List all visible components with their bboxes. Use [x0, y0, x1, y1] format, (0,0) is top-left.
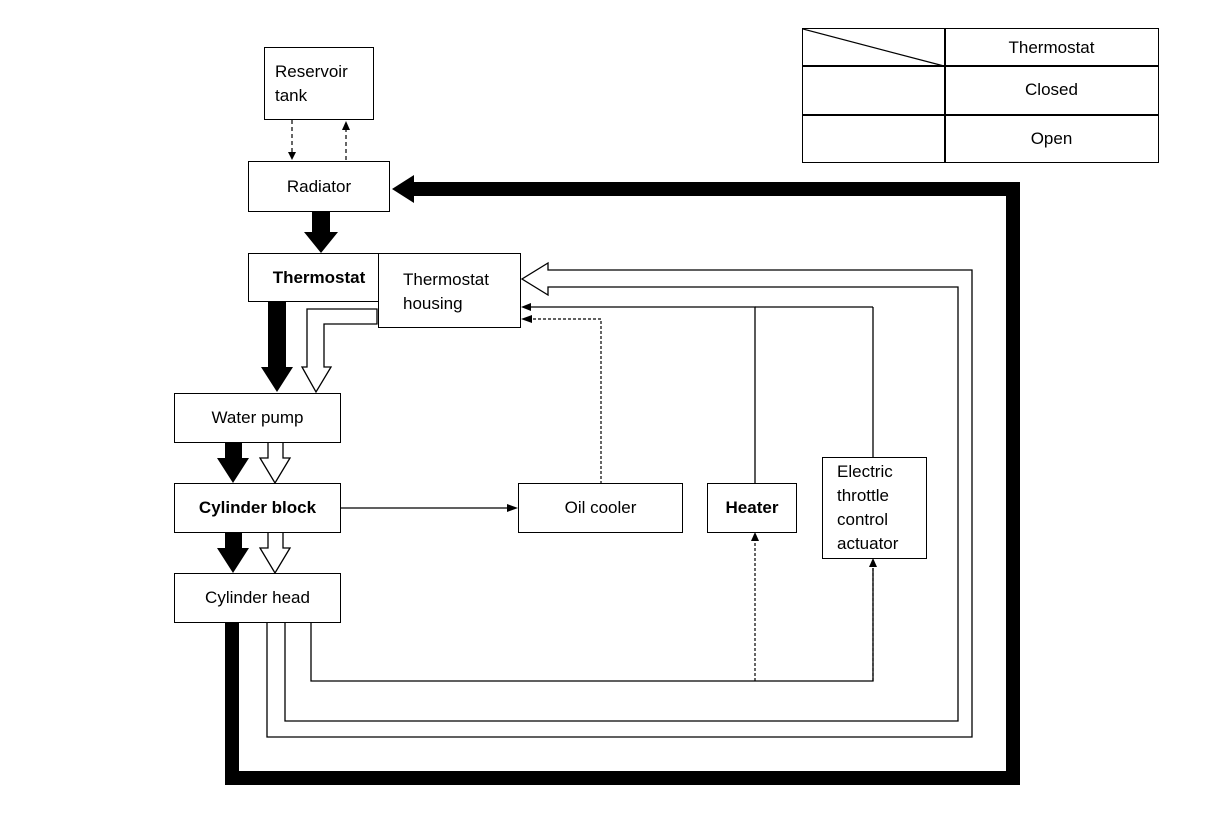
heater-box: Heater — [707, 483, 797, 533]
thermostat-to-pump-open-arrow — [261, 302, 293, 392]
legend-closed-cell: Closed — [945, 66, 1158, 114]
oil-cooler-label: Oil cooler — [564, 498, 637, 517]
radiator-to-reservoir-arrowhead — [342, 121, 350, 130]
housing-to-pump-closed-arrow — [300, 308, 378, 394]
legend-header-label: Thermostat — [1008, 37, 1095, 57]
cylinder-head-label: Cylinder head — [205, 588, 310, 607]
oil-cooler-return-arrowhead — [521, 315, 532, 323]
legend-divider-row1 — [803, 65, 1158, 67]
legend-table: Thermostat Closed Open — [802, 28, 1159, 163]
water-pump-box: Water pump — [174, 393, 341, 443]
open-return-loop — [225, 182, 1020, 785]
heater-label: Heater — [725, 498, 779, 517]
radiator-box: Radiator — [248, 161, 390, 212]
legend-open-label: Open — [1030, 129, 1073, 148]
radiator-label: Radiator — [286, 176, 352, 196]
heater-supply-line — [310, 568, 874, 682]
legend-header-diagonal — [803, 29, 945, 67]
heater-return-line — [530, 306, 756, 484]
throttle-label-line4: actuator — [837, 534, 899, 553]
open-return-arrowhead — [392, 175, 414, 203]
oil-cooler-return-line — [531, 318, 602, 484]
cylinder-head-box: Cylinder head — [174, 573, 341, 623]
throttle-label-line2: throttle — [837, 486, 889, 505]
legend-open-cell: Open — [945, 115, 1158, 163]
thermostat-housing-label-line1: Thermostat — [403, 270, 489, 289]
pump-to-block-closed-arrow — [258, 441, 292, 485]
cylinder-block-box: Cylinder block — [174, 483, 341, 533]
reservoir-to-radiator-arrowhead — [288, 152, 296, 160]
heater-return-arrowhead — [521, 303, 531, 311]
block-to-oil-cooler-arrowhead — [507, 504, 518, 512]
cylinder-block-label: Cylinder block — [198, 498, 317, 517]
thermostat-housing-box: Thermostat housing — [378, 253, 521, 328]
reservoir-tank-label-line2: tank — [275, 85, 308, 105]
radiator-to-thermostat-arrow — [304, 211, 338, 253]
thermostat-housing-label-line2: housing — [403, 294, 463, 313]
legend-header-cell: Thermostat — [945, 29, 1158, 66]
legend-closed-label: Closed — [1025, 80, 1078, 99]
heater-feed-arrowhead — [751, 532, 759, 541]
legend-divider-vertical — [944, 29, 946, 162]
block-to-head-open-arrow — [217, 532, 249, 573]
thermostat-box: Thermostat — [248, 253, 390, 302]
closed-bypass-loop — [266, 261, 973, 738]
thermostat-label: Thermostat — [272, 267, 366, 287]
throttle-feed-arrowhead — [869, 558, 877, 567]
water-pump-label: Water pump — [211, 408, 304, 427]
throttle-label-line3: control — [837, 510, 889, 529]
reservoir-tank-label-line1: Reservoir — [275, 61, 348, 81]
oil-cooler-box: Oil cooler — [518, 483, 683, 533]
pump-to-block-open-arrow — [217, 442, 249, 483]
throttle-label-line1: Electric — [837, 462, 893, 481]
block-to-head-closed-arrow — [258, 531, 292, 575]
legend-divider-row2 — [803, 114, 1158, 116]
electric-throttle-control-actuator-box: Electric throttle control actuator — [822, 457, 927, 559]
reservoir-tank-box: Reservoir tank — [264, 47, 374, 120]
